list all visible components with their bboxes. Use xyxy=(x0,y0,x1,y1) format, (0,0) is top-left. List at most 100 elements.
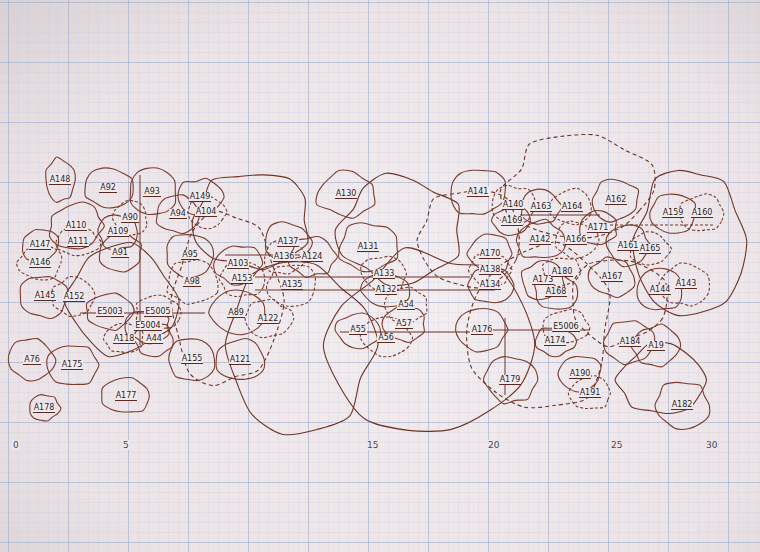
range-patch: A89 xyxy=(208,291,264,335)
patch-id: A90 xyxy=(121,213,139,223)
range-patch: A155 xyxy=(167,337,217,381)
patch-outline xyxy=(558,357,601,393)
range-patch: A182 xyxy=(654,381,710,429)
range-patch: A135 xyxy=(266,263,318,307)
patch-id: A131 xyxy=(357,242,380,252)
patch-id: A166 xyxy=(565,235,588,245)
range-patch: A177 xyxy=(100,378,152,414)
range-patch: A190 xyxy=(558,356,602,392)
patch-outline xyxy=(188,195,227,229)
patch-id: A184 xyxy=(619,337,642,347)
patch-id: A92 xyxy=(99,183,117,193)
axis-number: 30 xyxy=(705,440,718,450)
patch-id: A133 xyxy=(373,269,396,279)
patch-id: A122 xyxy=(257,314,280,324)
patch-id: E5003 xyxy=(96,307,123,317)
range-patch: A164 xyxy=(550,189,594,225)
range-patch: A146 xyxy=(18,245,62,281)
patch-id: A124 xyxy=(301,252,324,262)
patch-id: A155 xyxy=(181,354,204,364)
patch-id: E5006 xyxy=(552,322,579,332)
range-patch: A76 xyxy=(8,338,56,382)
patch-outline xyxy=(637,268,682,309)
range-patch: A191 xyxy=(568,376,612,410)
patch-id: A19 xyxy=(647,341,665,351)
patch-outline xyxy=(468,268,514,303)
range-patch: A143 xyxy=(661,262,711,306)
patch-id: A153 xyxy=(231,274,254,284)
patch-outline xyxy=(267,265,316,306)
patch-outline xyxy=(516,219,565,257)
patch-id: A138 xyxy=(479,265,502,275)
patch-outline xyxy=(659,263,710,306)
patch-id: A162 xyxy=(605,195,628,205)
patch-id: A134 xyxy=(479,280,502,290)
axis-number: 20 xyxy=(487,440,500,450)
patch-id: A103 xyxy=(227,259,250,269)
patch-outline xyxy=(535,275,578,309)
patch-id: A137 xyxy=(277,237,300,247)
range-outline xyxy=(615,342,706,413)
patch-id: A143 xyxy=(675,279,698,289)
range-patch: A160 xyxy=(680,193,724,233)
patch-id: A176 xyxy=(471,325,494,335)
patch-id: A163 xyxy=(530,202,553,212)
range-outline xyxy=(171,211,284,386)
patch-outline xyxy=(209,290,265,334)
patch-outline xyxy=(655,382,710,429)
patch-outline xyxy=(130,168,175,215)
patch-id: A191 xyxy=(579,388,602,398)
range-patch: A141 xyxy=(450,167,506,217)
patch-id: A140 xyxy=(502,200,525,210)
patch-outline xyxy=(335,313,380,349)
patch-outline xyxy=(167,260,218,305)
range-outline xyxy=(573,260,667,347)
patch-id: A170 xyxy=(479,249,502,259)
range-patch: A98 xyxy=(166,259,218,305)
range-patch: A169 xyxy=(492,206,532,236)
patch-outline xyxy=(382,306,424,342)
patch-id: A135 xyxy=(281,280,304,290)
range-patch: A179 xyxy=(484,357,536,403)
patch-id: A54 xyxy=(397,300,415,310)
patch-id: A142 xyxy=(529,235,552,245)
patch-id: A141 xyxy=(467,187,490,197)
patch-outline xyxy=(47,346,99,385)
patch-outline xyxy=(20,277,68,319)
patch-outline xyxy=(17,246,62,280)
patch-outline xyxy=(650,194,696,233)
patch-id: A177 xyxy=(115,391,138,401)
patch-id: A146 xyxy=(29,258,52,268)
range-patch: A111 xyxy=(56,227,100,257)
leader-lines xyxy=(80,175,715,395)
patch-id: A178 xyxy=(33,403,56,413)
patch-id: A130 xyxy=(335,189,358,199)
patch-outline xyxy=(384,287,427,323)
patch-outline xyxy=(568,376,610,409)
patch-outline xyxy=(45,157,75,202)
patch-id: A91 xyxy=(111,248,129,258)
patch-outline xyxy=(456,309,508,352)
patch-outline xyxy=(680,194,724,231)
patch-id: A169 xyxy=(501,216,524,226)
patch-id: A111 xyxy=(67,237,90,247)
range-patch: A162 xyxy=(593,178,639,222)
patch-id: A161 xyxy=(617,241,640,251)
patch-outline xyxy=(491,207,530,235)
patch-id: A109 xyxy=(107,227,130,237)
range-patch: A95 xyxy=(165,233,215,277)
patch-id: A95 xyxy=(181,250,199,260)
patch-id: A168 xyxy=(545,287,568,297)
range-patch: E5003 xyxy=(86,294,134,330)
patch-outline xyxy=(49,202,104,249)
patch-id: E5005 xyxy=(144,307,171,317)
patch-id: A93 xyxy=(143,187,161,197)
patch-outline xyxy=(85,168,133,208)
range-patch: A148 xyxy=(45,158,76,202)
patch-outline xyxy=(99,233,141,272)
leader-line xyxy=(600,225,715,226)
patch-id: A104 xyxy=(195,207,218,217)
patch-outline xyxy=(631,324,681,367)
patch-id: A145 xyxy=(34,291,57,301)
patch-id: A56 xyxy=(377,333,395,343)
